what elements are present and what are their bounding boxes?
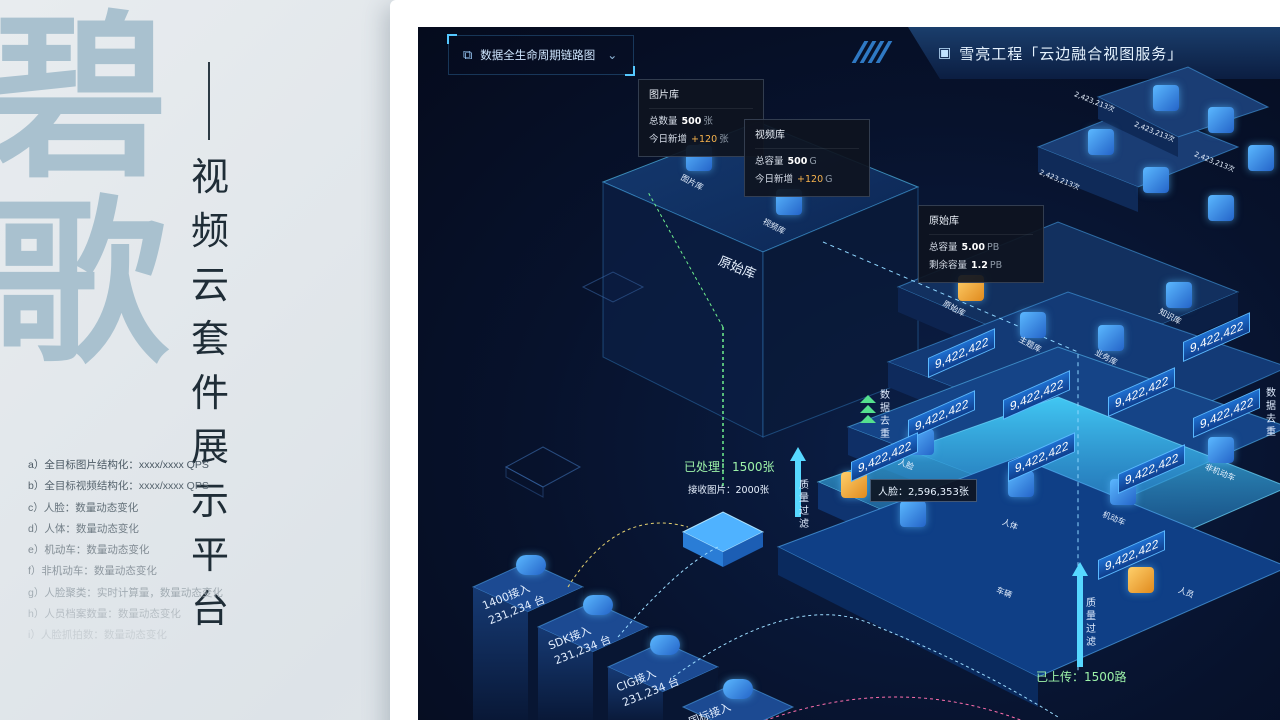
title-divider [208, 62, 210, 140]
download-icon [1208, 107, 1234, 133]
monitor-screen-icon [1153, 85, 1179, 111]
face-count-badge: 人脸：2,596,353张 [870, 479, 977, 502]
feature-item: g）人脸聚类：实时计算量，数量动态变化 [28, 586, 223, 599]
feature-item: d）人体：数量动态变化 [28, 522, 139, 535]
biz-lib-icon [1098, 325, 1124, 351]
tooltip-title: 图片库 [649, 87, 753, 109]
building-icon [1248, 145, 1274, 171]
feature-item: i）人脸抓拍数：数量动态变化 [28, 629, 167, 642]
feature-item: e）机动车：数量动态变化 [28, 544, 150, 557]
theme-lib-icon [1020, 312, 1046, 338]
camera-icon [516, 555, 546, 575]
dropdown-label: 数据全生命周期链路图 [480, 48, 596, 62]
scooter-icon [1208, 437, 1234, 463]
lock-icon [1088, 129, 1114, 155]
chart-icon [1208, 195, 1234, 221]
video-struct-icon [1128, 567, 1154, 593]
search-icon [1143, 167, 1169, 193]
feature-list: a）全目标图片结构化：xxxx/xxxx QPS b）全目标视频结构化：xxxx… [28, 455, 223, 647]
header-banner: ▣ 雪亮工程「云边融合视图服务」 [908, 27, 1280, 79]
processed-count: 已处理：1500张 [684, 460, 775, 474]
received-count: 接收图片：2000张 [688, 485, 770, 496]
raw-library-block [601, 121, 920, 438]
quality-filter-label-2: 质量过滤 [1086, 598, 1096, 648]
uploaded-count: 已上传：1500路 [1036, 670, 1127, 684]
person-icon [900, 501, 926, 527]
quality-filter-label: 质量过滤 [799, 480, 809, 530]
diagram-icon: ⧉ [463, 47, 473, 63]
feature-item: c）人脸：数量动态变化 [28, 501, 139, 514]
monitor-icon: ▣ [938, 45, 952, 61]
dashboard-screen: ⧉ 数据全生命周期链路图 ⌄ ▣ 雪亮工程「云边融合视图服务」 [418, 27, 1280, 720]
feature-item: b）全目标视频结构化：xxxx/xxxx QPS [28, 480, 209, 493]
camera-blocks [471, 561, 795, 720]
tooltip-title: 原始库 [929, 213, 1033, 235]
lifecycle-dropdown[interactable]: ⧉ 数据全生命周期链路图 ⌄ [447, 34, 635, 76]
decorative-big-char-2: 歌 [0, 180, 168, 387]
knowledge-lib-icon [1166, 282, 1192, 308]
camera-icon [583, 595, 613, 615]
dedup-label: 数据去重 [880, 390, 890, 440]
header-title: 雪亮工程「云边融合视图服务」 [959, 44, 1184, 63]
page-title: 视频云套件展示平台 [190, 155, 229, 631]
chevron-down-icon: ⌄ [607, 48, 618, 62]
dedup-label-2: 数据去重 [1266, 388, 1276, 438]
feature-item: a）全目标图片结构化：xxxx/xxxx QPS [28, 459, 209, 471]
camera-icon [723, 679, 753, 699]
feature-item: f）非机动车：数量动态变化 [28, 565, 157, 578]
decorative-big-char-1: 碧 [0, 0, 168, 202]
tooltip-title: 视频库 [755, 127, 859, 149]
camera-icon [650, 635, 680, 655]
feature-item: h）人员档案数量：数量动态变化 [28, 608, 181, 621]
edge-device [681, 511, 765, 567]
